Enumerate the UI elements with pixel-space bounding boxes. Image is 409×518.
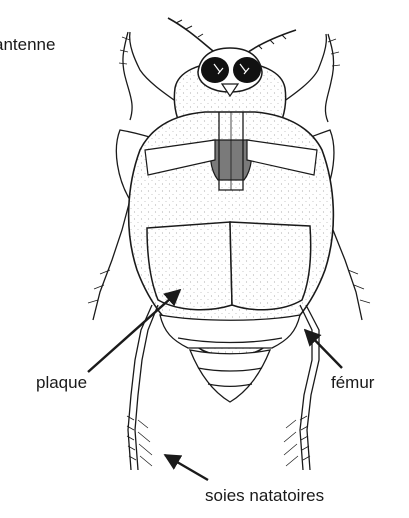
femur-label: fémur [331, 373, 374, 393]
soies-arrow [165, 455, 208, 480]
plaque-label: plaque [36, 373, 87, 393]
antenne-label: antenne [0, 35, 55, 55]
left-eye [201, 57, 229, 83]
femur-arrow [305, 330, 342, 368]
hind-coxal-plates [147, 222, 232, 310]
abdomen [160, 315, 300, 402]
soies-natatoires-label: soies natatoires [205, 486, 324, 506]
